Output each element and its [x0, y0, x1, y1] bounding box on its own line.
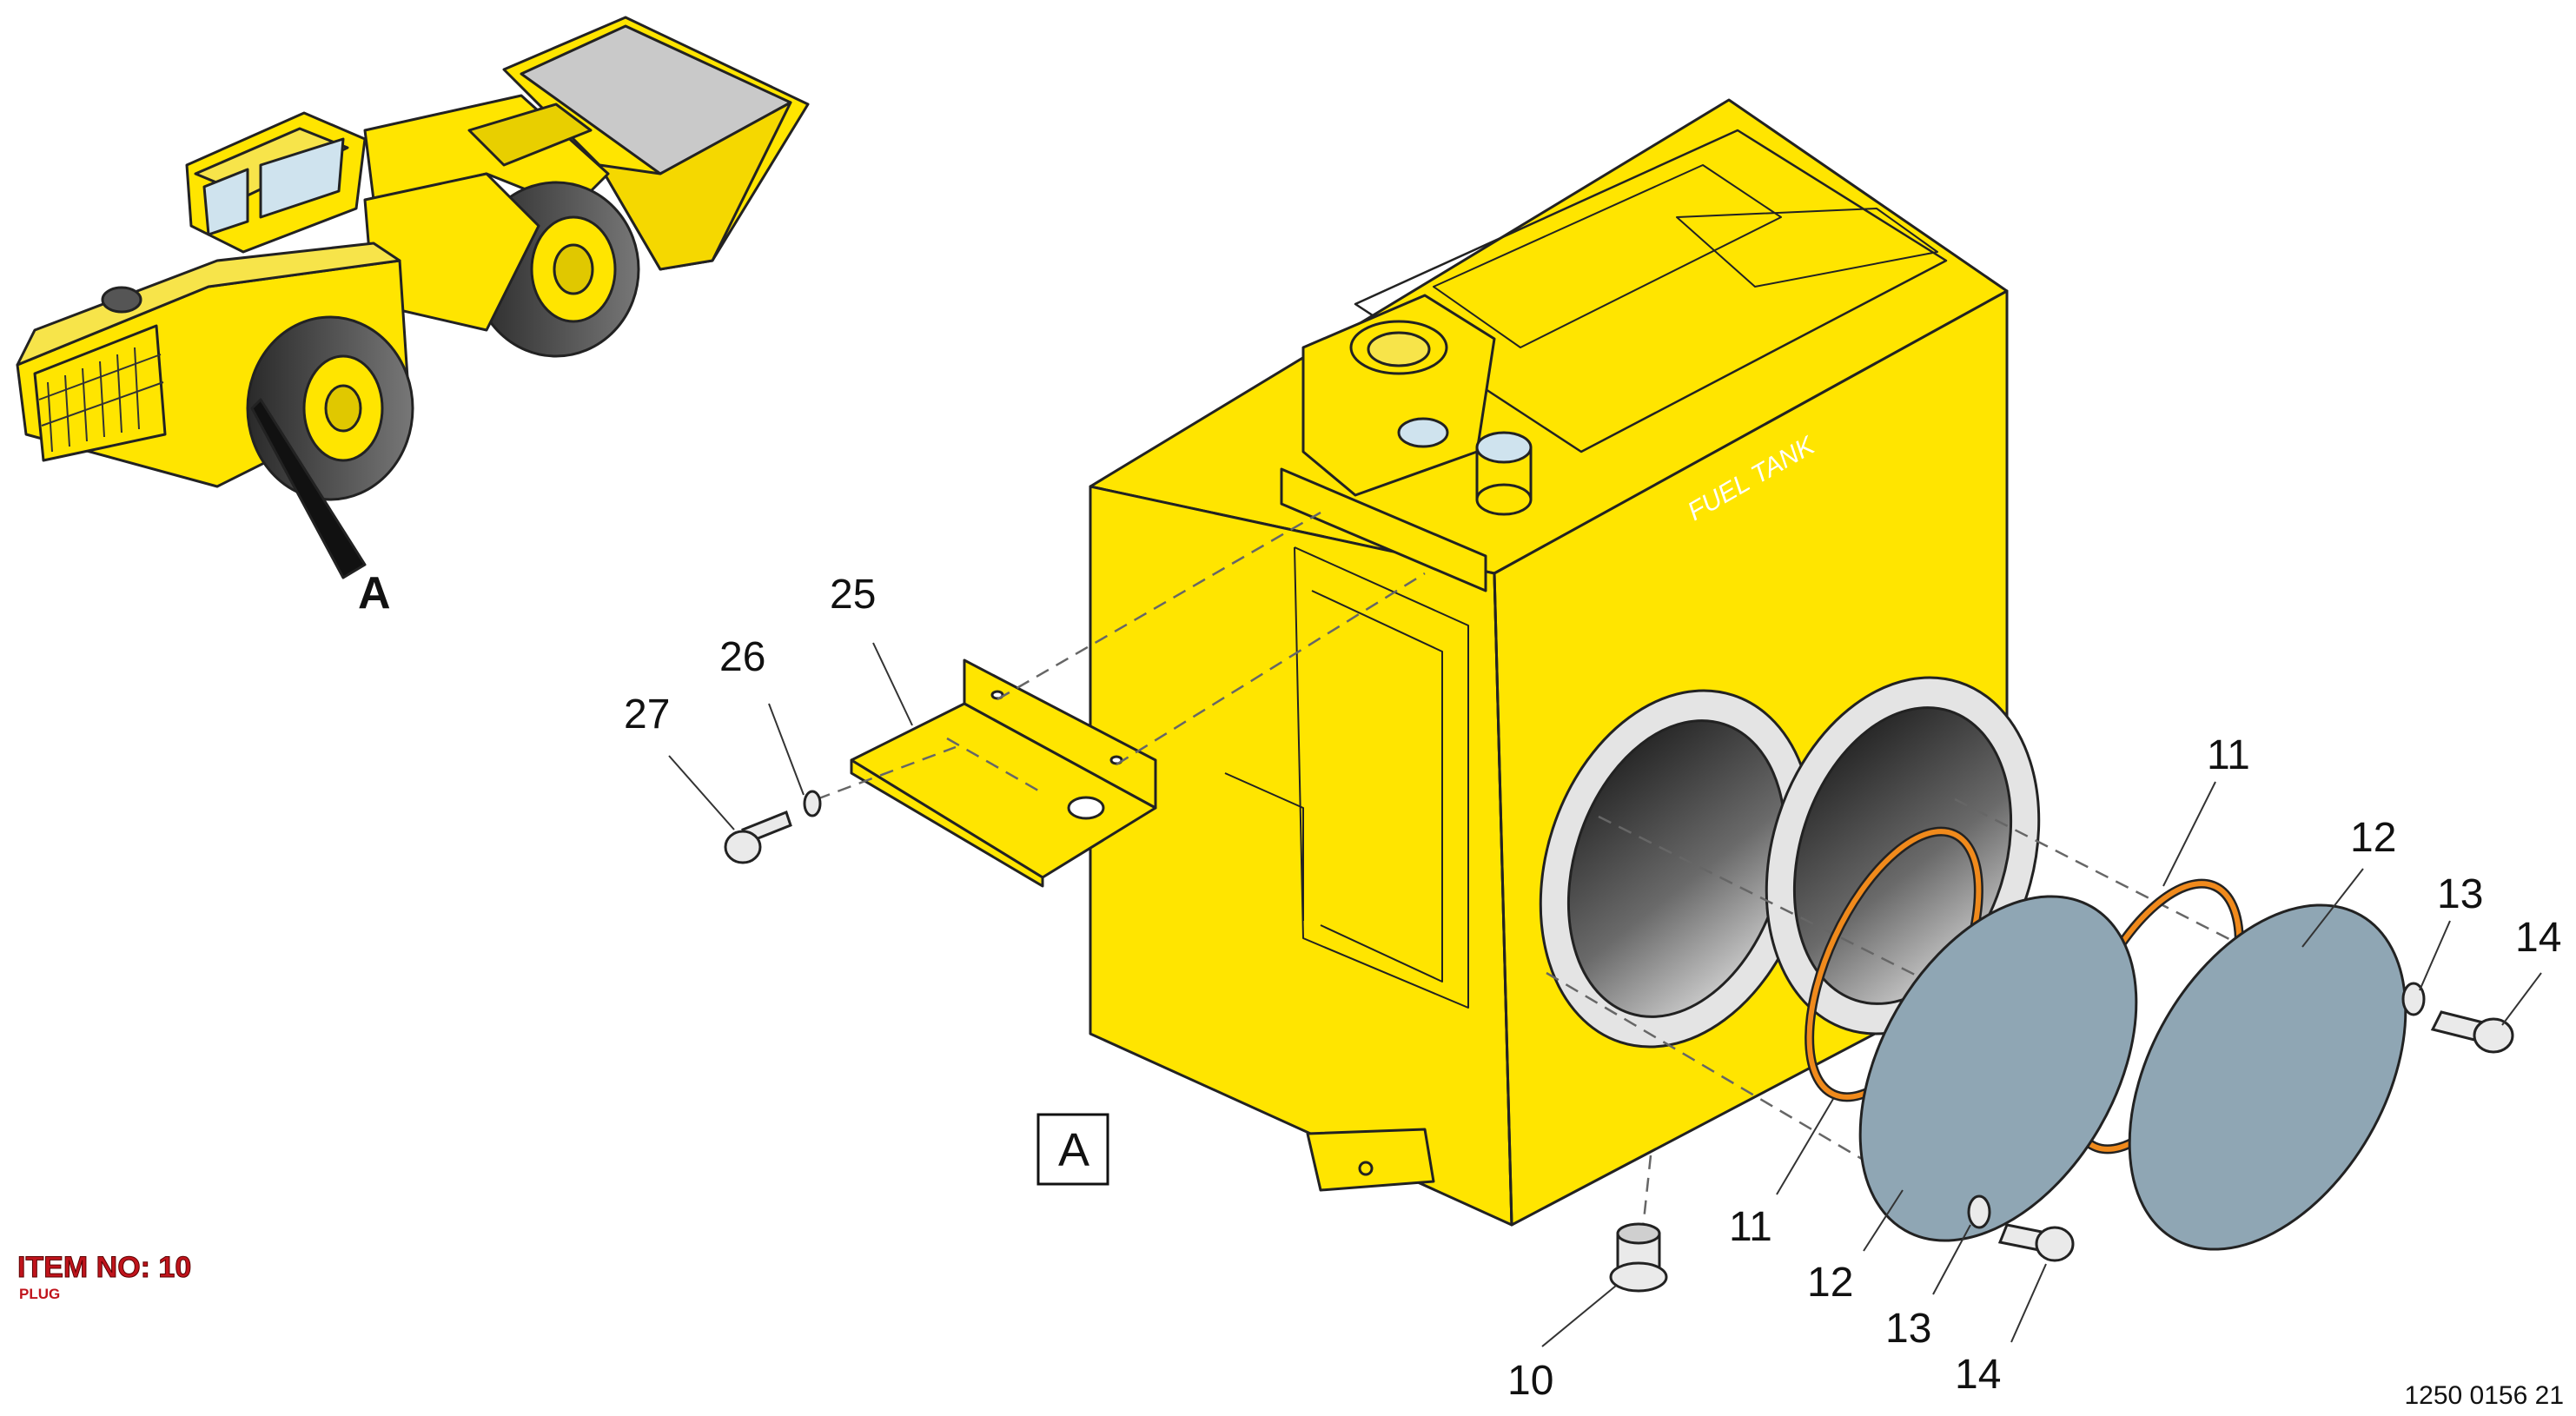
- item-description: PLUG: [19, 1286, 61, 1302]
- cover-plate-rear: [2128, 903, 2407, 1251]
- loader-overview: [16, 16, 810, 579]
- cover-plate-front: [1858, 895, 2138, 1242]
- bracket-part-25: [850, 658, 1157, 888]
- callout-12-rear: 12: [2350, 815, 2396, 861]
- cover-plates-part-12: [1858, 895, 2407, 1251]
- callout-25: 25: [830, 572, 876, 618]
- fasteners: [724, 790, 2514, 1293]
- leader-lines: [668, 642, 2542, 1347]
- callout-12-front: 12: [1807, 1260, 1853, 1306]
- callout-13-rear: 13: [2437, 871, 2483, 917]
- callout-27: 27: [624, 691, 670, 738]
- view-label-box: A: [1036, 1113, 1109, 1186]
- view-label-text: A: [1058, 1124, 1089, 1176]
- inset-view-label: A: [358, 568, 391, 619]
- item-number-title: ITEM NO: 10: [17, 1251, 192, 1285]
- callout-numbers: 25 26 27 11 12 13 14 11 12 13 14 10: [624, 572, 2561, 1404]
- callout-26: 26: [719, 634, 765, 680]
- callout-14-front: 14: [1955, 1352, 2001, 1398]
- callout-14-rear: 14: [2515, 915, 2561, 961]
- opening-right-hole: [1792, 706, 2013, 1005]
- fuel-tank: [1089, 98, 2009, 1227]
- callout-11-rear: 11: [2207, 732, 2250, 778]
- callout-13-front: 13: [1885, 1306, 1931, 1352]
- drawing-number: 1250 0156 21: [2404, 1381, 2564, 1410]
- callout-10: 10: [1507, 1358, 1553, 1404]
- callout-11-front: 11: [1729, 1204, 1772, 1250]
